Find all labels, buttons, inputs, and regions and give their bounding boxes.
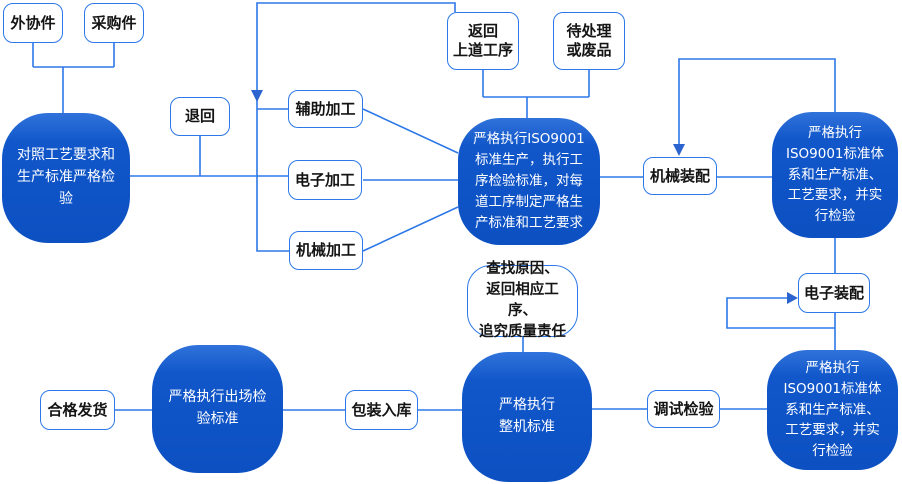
node-electronic-assembly-inspection: 严格执行 ISO9001标准体 系和生产标准、 工艺要求，并实 行检验 [767,350,898,470]
connector-loop-mechassembly [678,58,836,150]
node-purchased-parts: 采购件 [84,3,144,43]
node-iso9001-production: 严格执行ISO9001 标准生产，执行工 序检验标准，对每 道工序制定严格生 产… [458,118,600,245]
node-electronic-assembly: 电子装配 [798,273,870,313]
node-factory-inspection: 严格执行出场检 验标准 [152,345,283,473]
arrow-right-icon [787,292,798,304]
node-return-previous-process: 返回 上道工序 [447,12,519,70]
node-outsourced-parts: 外协件 [3,3,63,43]
connector-loop-elecassembly [726,297,835,329]
arrow-down-icon [251,90,263,102]
node-mechanical-assembly: 机械装配 [643,157,717,195]
connector-mechanical-to-production [362,206,459,252]
node-find-cause: 查找原因、 返回相应工序、 追究质量责任 [467,261,578,340]
connector-lines [32,2,836,411]
node-incoming-inspection: 对照工艺要求和 生产标准严格检 验 [2,113,130,243]
node-complete-machine-standard: 严格执行 整机标准 [462,352,592,482]
node-qualified-shipping: 合格发货 [40,390,115,430]
node-mechanical-assembly-inspection: 严格执行 ISO9001标准体 系和生产标准、 工艺要求，并实 行检验 [772,112,898,238]
node-debug-inspection: 调试检验 [647,390,720,428]
node-pending-or-scrap: 待处理 或废品 [553,12,625,70]
node-return: 退回 [170,97,230,136]
connector-auxiliary-to-production [362,108,459,154]
node-packaging-storage: 包装入库 [345,390,418,430]
node-electronic-processing: 电子加工 [288,160,362,200]
connector-feedback-to-processing [256,2,456,252]
node-auxiliary-processing: 辅助加工 [288,90,363,128]
arrow-down-icon [673,144,685,156]
node-mechanical-processing: 机械加工 [289,231,363,270]
